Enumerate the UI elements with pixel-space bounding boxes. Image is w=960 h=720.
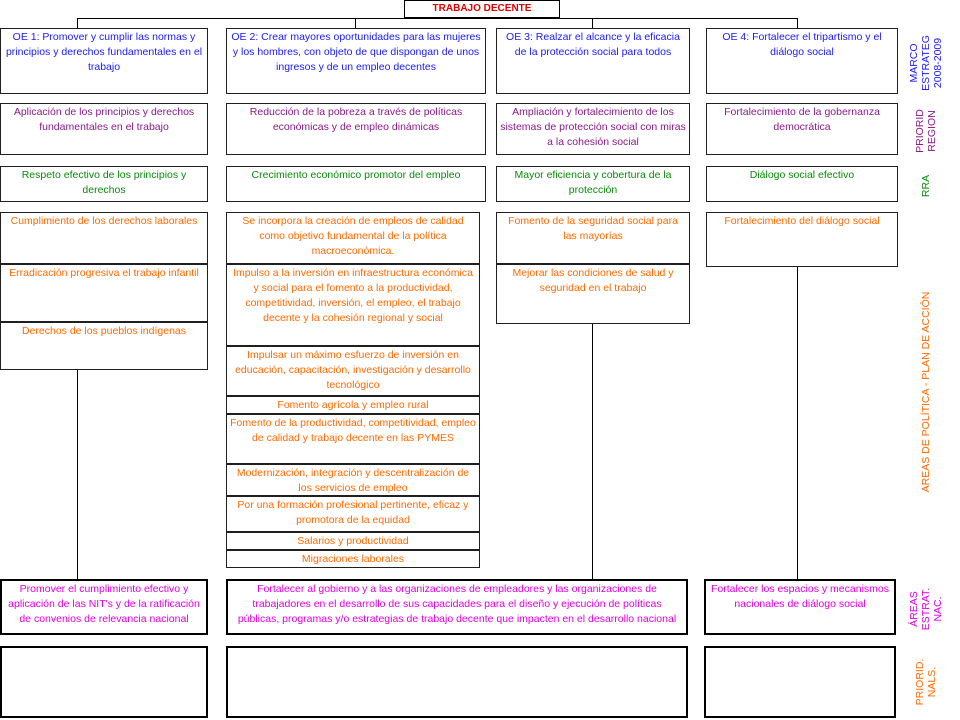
national-priority-box-1 [0,646,208,718]
diagram-title: TRABAJO DECENTE [404,0,560,18]
rra-box-1: Respeto efectivo de los principios y der… [0,166,208,202]
top-connector [77,18,797,19]
rra-box-3: Mayor eficiencia y cobertura de la prote… [496,166,690,202]
row-label-priorid-region: PRIORID REGION [914,109,938,153]
policy-col3-box-1: Fomento de la seguridad social para las … [496,212,690,264]
row-label-areas-estrat: ÁREAS ESTRAT. NAC. [908,587,944,631]
policy-col2-box-5: Fomento de la productividad, competitivi… [226,414,480,464]
policy-col2-box-4: Fomento agrícola y empleo rural [226,396,480,414]
rra-box-4: Diálogo social efectivo [706,166,898,202]
national-box-1: Promover el cumplimiento efectivo y apli… [0,579,208,635]
connector-col4-mid [797,266,798,580]
objective-box-3: OE 3: Realzar el alcance y la eficacia d… [496,28,690,94]
connector-col4-top [797,18,798,28]
row-label-marco: MARCO ESTRATEG 2008-2009 [908,35,944,91]
rra-box-2: Crecimiento económico promotor del emple… [226,166,486,202]
national-priority-box-3 [704,646,896,718]
regional-box-1: Aplicación de los principios y derechos … [0,103,208,155]
row-label-priorid-nals: PRIORID. NALS. [914,658,938,706]
objective-box-2: OE 2: Crear mayores oportunidades para l… [226,28,486,94]
national-box-2: Fortalecer al gobierno y a las organizac… [226,579,688,635]
policy-col3-box-2: Mejorar las condiciones de salud y segur… [496,264,690,324]
regional-box-3: Ampliación y fortalecimiento de los sist… [496,103,690,155]
connector-col3-top [592,18,593,28]
policy-col1-box-2: Erradicación progresiva el trabajo infan… [0,264,208,322]
policy-col2-box-8: Salarios y productividad [226,532,480,550]
policy-col4-box-1: Fortalecimiento del diálogo social [706,212,898,267]
row-label-areas: AREAS DE POLÍTICA - PLAN DE ACCIÓN [920,291,932,493]
policy-col2-box-6: Modernización, integración y descentrali… [226,464,480,496]
connector-col2-top [355,18,356,28]
connector-col1-top [77,18,78,28]
policy-col1-box-3: Derechos de los pueblos indígenas [0,322,208,370]
connector-col1-mid [77,370,78,580]
national-box-3: Fortalecer los espacios y mecanismos nac… [704,579,896,635]
policy-col2-box-2: Impulso a la inversión en infraestructur… [226,264,480,346]
policy-col2-box-7: Por una formación profesional pertinente… [226,496,480,532]
policy-col2-box-9: Migraciones laborales [226,550,480,568]
policy-col1-box-1: Cumplimiento de los derechos laborales [0,212,208,264]
policy-col2-box-1: Se incorpora la creación de empleos de c… [226,212,480,264]
regional-box-4: Fortalecimiento de la gobernanza democrá… [706,103,898,155]
objective-box-4: OE 4: Fortalecer el tripartismo y el diá… [706,28,898,94]
policy-col2-box-3: Impulsar un máximo esfuerzo de inversión… [226,346,480,396]
objective-box-1: OE 1: Promover y cumplir las normas y pr… [0,28,208,94]
regional-box-2: Reducción de la pobreza a través de polí… [226,103,486,155]
connector-col3-mid [592,323,593,580]
row-label-rra: RRA [920,174,932,198]
national-priority-box-2 [226,646,688,718]
